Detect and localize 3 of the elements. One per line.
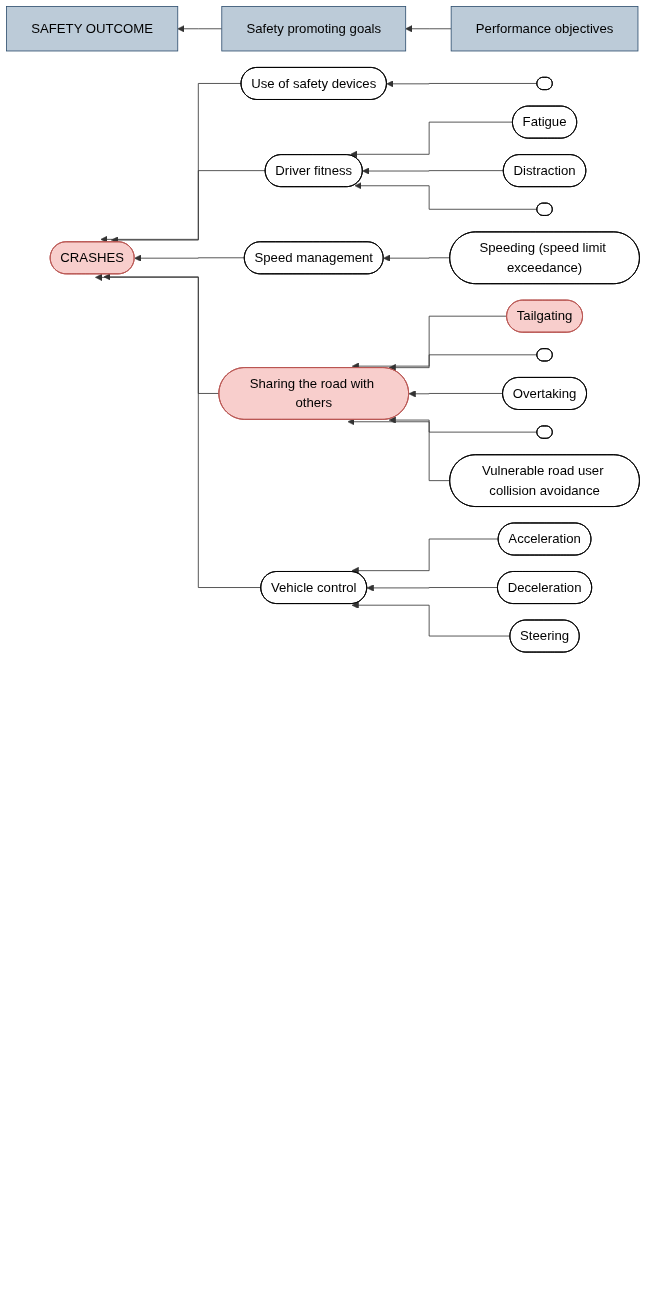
node-box: Performance objectives bbox=[450, 6, 639, 52]
node-box: Safety promoting goals bbox=[221, 6, 407, 52]
node-box: SAFETY OUTCOME bbox=[6, 6, 179, 52]
